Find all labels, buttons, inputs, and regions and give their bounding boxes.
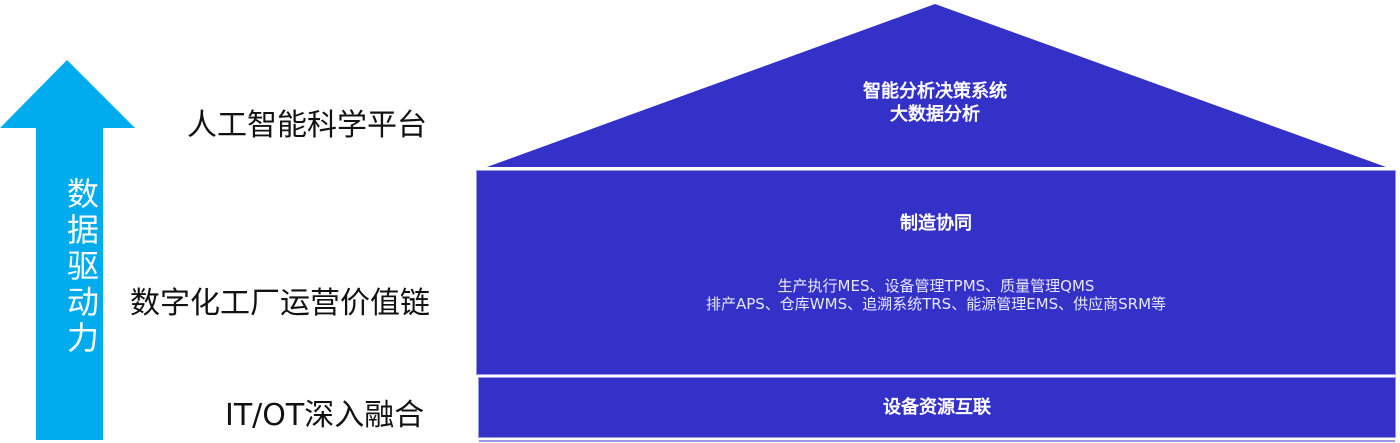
device-interconnect-block: 设备资源互联: [479, 378, 1395, 437]
level-label-factory: 数字化工厂运营价值链: [130, 286, 430, 321]
roof-title-line-2: 大数据分析: [890, 104, 980, 125]
level-label-ai: 人工智能科学平台: [187, 108, 427, 143]
arrow-label: 数据驱动力: [62, 177, 100, 357]
data-driven-arrow: [0, 60, 135, 440]
manufacturing-collab-block: 制造协同 生产执行MES、设备管理TPMS、质量管理QMS 排产APS、仓库WM…: [477, 171, 1395, 374]
level-label-itot: IT/OT深入融合: [225, 398, 425, 433]
detail-line-2: 排产APS、仓库WMS、追溯系统TRS、能源管理EMS、供应商SRM等: [705, 295, 1167, 313]
block-title: 设备资源互联: [883, 397, 991, 418]
block-title: 制造协同: [900, 213, 972, 234]
roof-title-line-1: 智能分析决策系统: [863, 81, 1007, 102]
detail-line-1: 生产执行MES、设备管理TPMS、质量管理QMS: [777, 277, 1095, 295]
roof-title: 智能分析决策系统 大数据分析: [800, 80, 1070, 126]
